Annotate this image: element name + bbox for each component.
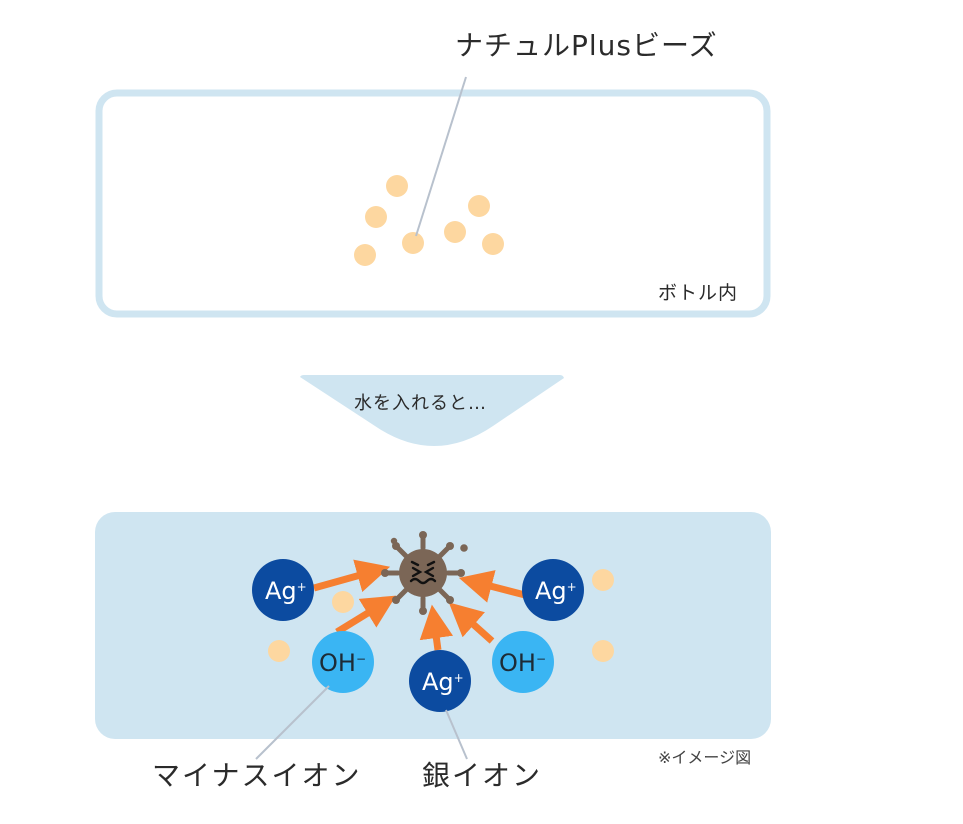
add-water-caption: 水を入れると…	[354, 393, 487, 414]
svg-text:Ag+: Ag+	[265, 577, 307, 605]
silver-ion-charge: +	[567, 580, 577, 594]
svg-text:Ag+: Ag+	[422, 668, 464, 696]
silver-ion-bottom: Ag+	[409, 650, 471, 712]
beads-title: ナチュルPlusビーズ	[455, 29, 718, 62]
hydroxide-ion-left: OH−	[312, 631, 374, 693]
bead	[402, 232, 424, 254]
ion-arrows	[313, 559, 526, 651]
svg-text:OH−: OH−	[319, 649, 366, 677]
silver-ion-leader-line	[445, 709, 468, 760]
hydroxide-ion-charge: −	[536, 652, 546, 666]
image-note: ※イメージ図	[658, 748, 752, 767]
bead	[592, 569, 614, 591]
arrow-left-bottom	[335, 595, 397, 635]
bead	[592, 640, 614, 662]
silver-ion-symbol: Ag	[535, 577, 567, 605]
transition-arrow	[300, 375, 564, 446]
bead	[365, 206, 387, 228]
hydroxide-ion-charge: −	[356, 652, 366, 666]
silver-ion-symbol: Ag	[265, 577, 297, 605]
bottle-container	[95, 89, 771, 318]
germ-particle	[390, 537, 398, 545]
bead	[482, 233, 504, 255]
water-beads	[268, 569, 614, 662]
bead	[386, 175, 408, 197]
silver-ion-charge: +	[297, 580, 307, 594]
silver-ion-right: Ag+	[522, 559, 584, 621]
silver-ion-label: 銀イオン	[422, 759, 543, 792]
hydroxide-ion-right: OH−	[492, 631, 554, 693]
minus-ion-label: マイナスイオン	[152, 759, 362, 792]
bottle-caption: ボトル内	[658, 282, 739, 304]
bead	[332, 591, 354, 613]
hydroxide-ion-symbol: OH	[319, 649, 356, 677]
arrow-center	[419, 604, 454, 651]
germ-particles	[390, 537, 468, 552]
hydroxide-ion-symbol: OH	[499, 649, 536, 677]
silver-ion-left: Ag+	[252, 559, 314, 621]
germ-icon	[381, 531, 465, 615]
bead	[354, 244, 376, 266]
germ-particle	[460, 544, 468, 552]
bead	[444, 221, 466, 243]
silver-ion-symbol: Ag	[422, 668, 454, 696]
silver-ion-charge: +	[454, 671, 464, 685]
bottle-beads	[354, 175, 504, 266]
arrow-left-top	[313, 559, 391, 592]
bead	[268, 640, 290, 662]
bead	[468, 195, 490, 217]
arrow-right-bottom	[448, 602, 495, 644]
svg-text:OH−: OH−	[499, 649, 546, 677]
beads-leader-line	[415, 76, 467, 237]
minus-ion-leader-line	[255, 685, 330, 760]
svg-text:Ag+: Ag+	[535, 577, 577, 605]
arrow-right-top	[458, 570, 526, 603]
